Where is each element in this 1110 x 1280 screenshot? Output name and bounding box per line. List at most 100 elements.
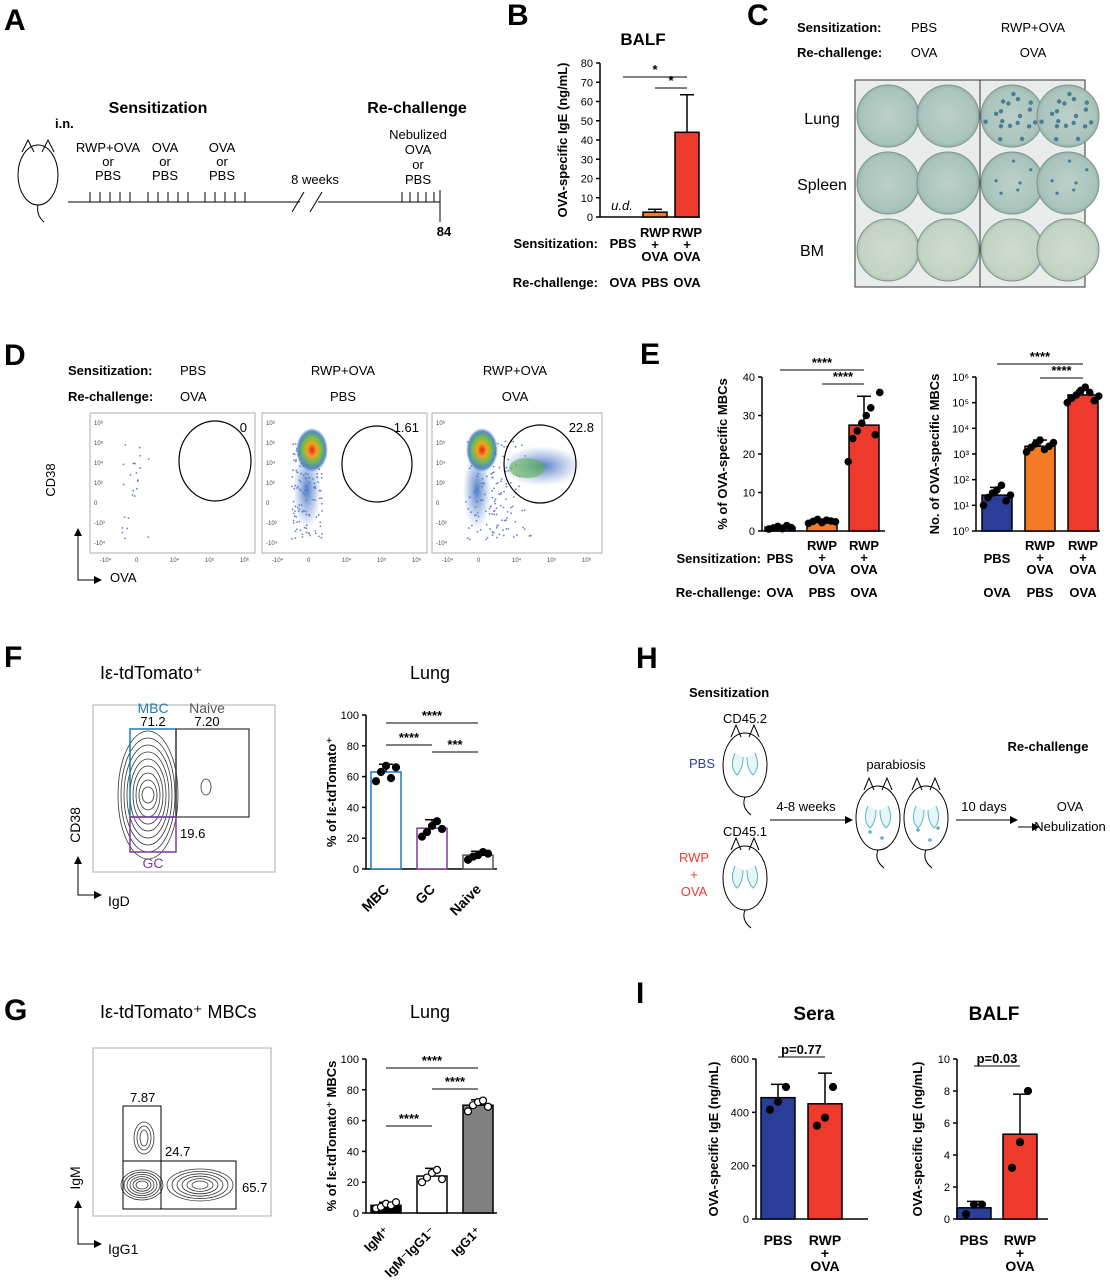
- event-dot: [292, 469, 294, 472]
- mouse-rwp-ears: [730, 836, 760, 851]
- data-point: [857, 419, 866, 428]
- category-label: GC: [412, 881, 438, 907]
- contour-line: [123, 744, 173, 846]
- spot: [1067, 91, 1072, 97]
- y-tick-label: 0: [944, 1214, 950, 1226]
- y-tick-label: 30: [743, 411, 755, 423]
- x-tick-label: -10⁴: [442, 557, 454, 564]
- category-label: +: [860, 550, 868, 565]
- spot: [1056, 99, 1062, 104]
- well: [1036, 218, 1100, 282]
- x-tick-label: 10⁵: [377, 557, 387, 564]
- data-point: [381, 761, 391, 770]
- spot: [1000, 118, 1005, 124]
- data-point: [483, 1102, 493, 1111]
- spot: [1056, 118, 1061, 124]
- spot: [1067, 159, 1072, 163]
- spot: [1049, 111, 1055, 117]
- event-dot: [496, 481, 499, 484]
- e-row-rechallenge: Re-challenge:: [676, 585, 761, 600]
- data-point: [371, 777, 381, 786]
- event-dot: [528, 535, 531, 537]
- y-tick-label: 10: [938, 1054, 950, 1066]
- c-row-lung: Lung: [804, 111, 840, 128]
- well: [916, 84, 980, 148]
- category-label: RWP: [849, 538, 879, 553]
- event-dot: [518, 485, 521, 488]
- spot: [1085, 168, 1089, 172]
- category-label: OVA: [983, 585, 1011, 600]
- event-dot: [293, 512, 295, 515]
- gate-value: 0: [240, 420, 247, 435]
- y-tick-label: 20: [581, 174, 593, 186]
- y-tick-label: 0: [353, 864, 359, 876]
- h-days: 10 days: [961, 799, 1007, 814]
- cell-dot: [868, 830, 872, 834]
- gate-gc-label: GC: [143, 855, 164, 871]
- data-point: [427, 821, 437, 830]
- data-point: [828, 1082, 838, 1092]
- spot: [1071, 120, 1076, 126]
- y-tick-label: 20: [743, 449, 755, 461]
- gate-naive-label: Naive: [189, 700, 225, 716]
- dose-label: PBS: [152, 168, 178, 183]
- panel-d: D Sensitization: Re-challenge: PBS RWP+O…: [4, 339, 603, 585]
- event-dot: [491, 496, 494, 499]
- event-dot: [291, 476, 294, 478]
- event-dot: [521, 509, 523, 512]
- x-axis-label: IgD: [108, 893, 130, 909]
- y-tick-label: 20: [347, 833, 359, 845]
- y-tick-label: 10⁴: [436, 460, 446, 467]
- category-label: IgM⁻IgG1⁻: [382, 1224, 439, 1280]
- event-dot: [490, 473, 493, 475]
- spot: [1063, 123, 1069, 128]
- spot: [1073, 113, 1079, 119]
- y-tick-label: 600: [731, 1054, 749, 1066]
- category-label: PBS: [767, 551, 794, 566]
- bar: [760, 1096, 796, 1220]
- panel-h: H Sensitization CD45.2 CD45.1 PBS RWP + …: [636, 642, 1106, 929]
- event-dot: [301, 536, 304, 538]
- spot: [1007, 123, 1013, 128]
- flow-plot-frame: [89, 412, 256, 554]
- arrowhead: [845, 816, 853, 824]
- significance-label: ***: [447, 737, 463, 752]
- x-tick-label: 10⁴: [342, 557, 352, 564]
- y-tick-label: 10⁶: [94, 420, 104, 427]
- y-tick-label: -10⁴: [436, 540, 448, 547]
- event-dot: [320, 476, 323, 479]
- contour-line: [123, 1171, 161, 1199]
- spot: [1055, 191, 1059, 195]
- axis-arrow: [77, 1202, 100, 1245]
- y-tick-label: 10⁵: [266, 440, 276, 447]
- h-outcome-2: Nebulization: [1034, 819, 1106, 834]
- category-label: IgM⁺: [361, 1224, 392, 1255]
- bar: [642, 211, 668, 218]
- bar: [807, 1103, 843, 1220]
- y-tick-label: -10³: [436, 521, 447, 527]
- event-dot: [320, 502, 323, 505]
- event-dot: [292, 519, 295, 522]
- data-point: [773, 1097, 783, 1106]
- d-row-rechallenge: Re-challenge:: [68, 389, 153, 404]
- spot: [1016, 188, 1020, 192]
- c-rech-2: OVA: [1020, 45, 1047, 60]
- data-point: [977, 1200, 987, 1209]
- event-dot: [500, 444, 503, 447]
- spot: [1026, 124, 1032, 129]
- c-sens-rwp: RWP+OVA: [1001, 20, 1066, 35]
- contour-line: [138, 779, 158, 811]
- event-dot: [147, 536, 150, 538]
- data-point: [787, 523, 796, 532]
- event-dot: [506, 510, 509, 513]
- well: [856, 84, 920, 148]
- data-point: [853, 427, 862, 435]
- spot: [1015, 96, 1021, 102]
- category-label: +: [1016, 1245, 1024, 1261]
- y-tick-label: 80: [347, 1085, 359, 1097]
- event-dot: [121, 531, 124, 534]
- y-tick-label: 10: [743, 488, 755, 500]
- gate-mbc-value: 71.2: [140, 714, 165, 729]
